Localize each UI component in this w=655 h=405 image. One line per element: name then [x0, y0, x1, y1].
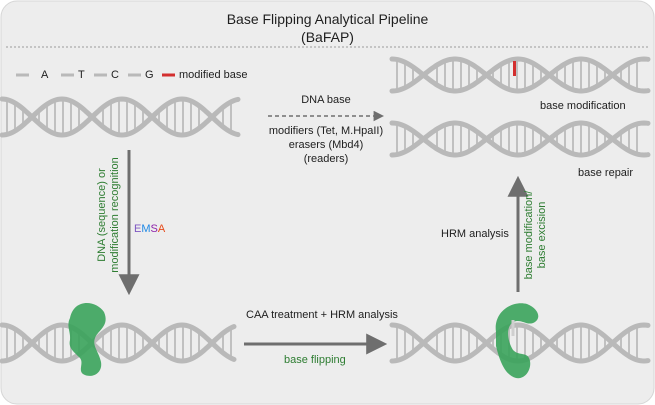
dna-backbone-strand [389, 120, 651, 158]
page-title: Base Flipping Analytical Pipeline [226, 11, 429, 27]
dna-backbone-strand [389, 120, 651, 158]
dna-backbone-strand [0, 96, 241, 138]
dna-backbone-strand [389, 322, 651, 364]
modified-base-mark [513, 61, 516, 76]
label-modification-excision-line2: base excision [536, 201, 548, 269]
legend-label-modified: modified base [179, 69, 248, 81]
protein-bound-shape [68, 302, 106, 376]
dna-backbone-strand [0, 322, 237, 364]
label-hrm-analysis: HRM analysis [441, 228, 509, 240]
label-caa-treatment: CAA treatment + HRM analysis [246, 309, 398, 321]
dna-helix-modified [389, 56, 651, 94]
legend-label-g: G [145, 69, 154, 81]
dna-backbone-strand [389, 56, 651, 94]
dna-backbone-strand [389, 56, 651, 94]
label-dna-base: DNA base [301, 94, 351, 106]
legend-label-c: C [111, 69, 119, 81]
legend-label-t: T [78, 69, 85, 81]
label-recognition-line1: DNA (sequence) or [96, 168, 108, 262]
dna-helix-bound [0, 322, 237, 364]
label-emsa: EMSA [134, 223, 165, 236]
page-subtitle: (BaFAP) [301, 29, 354, 45]
protein-flipping-shape [495, 303, 539, 379]
dna-backbone-strand [0, 322, 237, 364]
emsa-letter-e: E [134, 223, 142, 235]
dna-helix-unmodified [0, 96, 241, 138]
label-base-modification: base modification [540, 100, 626, 112]
label-modification-excision: base modification/ base excision [523, 180, 551, 290]
label-recognition-line2: modification recognition [109, 157, 121, 273]
emsa-letter-a: A [157, 223, 166, 235]
legend-label-a: A [41, 69, 49, 81]
dna-helix-repaired [389, 120, 651, 158]
label-base-repair: base repair [578, 167, 634, 179]
emsa-letter-s: S [150, 223, 158, 235]
label-modifiers: modifiers (Tet, M.HpaII) [268, 125, 384, 137]
label-recognition: DNA (sequence) or modification recogniti… [96, 145, 124, 285]
label-readers: (readers) [303, 153, 349, 165]
label-modification-excision-line1: base modification/ [523, 190, 535, 280]
label-erasers: erasers (Mbd4) [288, 139, 364, 151]
emsa-letter-m: M [141, 223, 151, 235]
dna-backbone-strand [0, 96, 241, 138]
label-base-flipping: base flipping [284, 354, 346, 366]
